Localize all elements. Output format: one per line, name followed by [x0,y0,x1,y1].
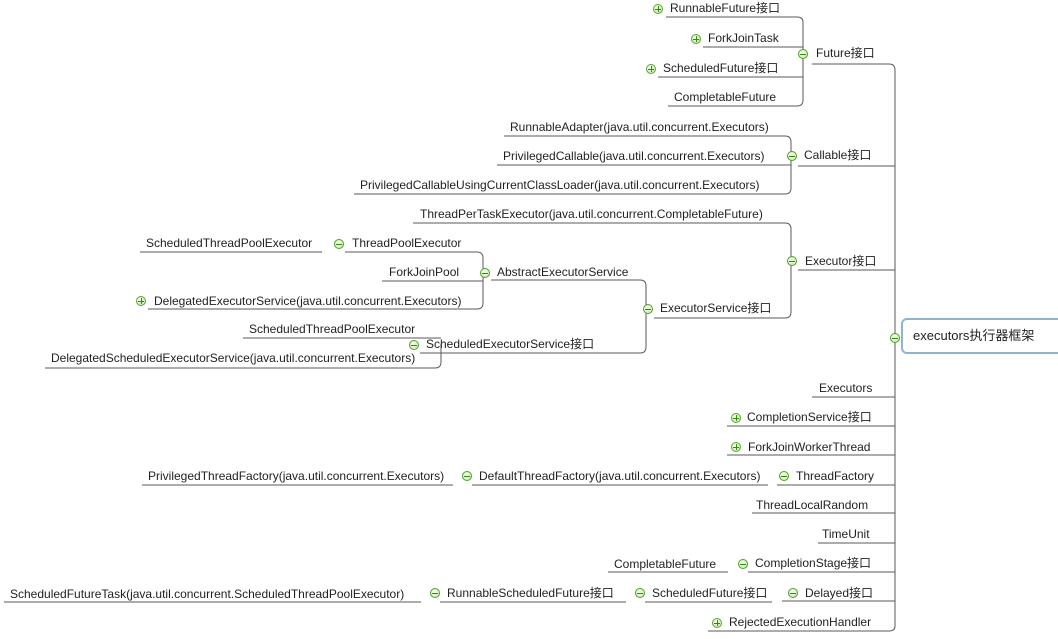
node-executor-service[interactable]: ExecutorService接口 [660,301,772,315]
node-executor[interactable]: Executor接口 [805,254,877,268]
node-fork-join-worker-thread[interactable]: ForkJoinWorkerThread [748,440,871,454]
thread-factory-collapse-toggle-icon[interactable] [779,471,789,481]
node-fork-join-task[interactable]: ForkJoinTask [708,31,779,45]
node-delegated-scheduled-executor-service[interactable]: DelegatedScheduledExecutorService(java.u… [51,351,416,365]
node-scheduled-future-b[interactable]: ScheduledFuture接口 [652,586,768,600]
node-privileged-callable-ccl[interactable]: PrivilegedCallableUsingCurrentClassLoade… [360,178,760,192]
runnable-future-expand-toggle-icon[interactable] [653,4,663,14]
node-thread-pool-executor[interactable]: ThreadPoolExecutor [352,236,462,250]
node-scheduled-executor-service[interactable]: ScheduledExecutorService接口 [426,337,595,351]
node-completion-service[interactable]: CompletionService接口 [747,410,872,424]
node-time-unit[interactable]: TimeUnit [822,527,870,541]
fork-join-worker-thread-expand-toggle-icon[interactable] [731,442,741,452]
node-scheduled-future[interactable]: ScheduledFuture接口 [663,61,779,75]
node-runnable-future[interactable]: RunnableFuture接口 [670,1,781,15]
node-delayed[interactable]: Delayed接口 [805,586,874,600]
fork-join-task-expand-toggle-icon[interactable] [691,34,701,44]
thread-pool-executor-collapse-toggle-icon[interactable] [334,239,344,249]
scheduled-future-b-collapse-toggle-icon[interactable] [635,588,645,598]
abstract-executor-service-collapse-toggle-icon[interactable] [480,268,490,278]
node-scheduled-thread-pool-executor-a[interactable]: ScheduledThreadPoolExecutor [146,236,313,250]
node-default-thread-factory[interactable]: DefaultThreadFactory(java.util.concurren… [479,469,761,483]
node-privileged-callable[interactable]: PrivilegedCallable(java.util.concurrent.… [503,149,765,163]
node-runnable-adapter[interactable]: RunnableAdapter(java.util.concurrent.Exe… [510,120,769,134]
node-abstract-executor-service[interactable]: AbstractExecutorService [497,265,629,279]
runnable-scheduled-future-collapse-toggle-icon[interactable] [430,588,440,598]
node-delegated-executor-service[interactable]: DelegatedExecutorService(java.util.concu… [154,294,462,308]
delegated-executor-service-expand-toggle-icon[interactable] [136,296,146,306]
root-label: executors执行器框架 [913,328,1035,343]
scheduled-future-expand-toggle-icon[interactable] [646,64,656,74]
node-completable-future-b[interactable]: CompletableFuture [614,557,717,571]
callable-collapse-toggle-icon[interactable] [787,151,797,161]
node-future[interactable]: Future接口 [816,46,875,60]
node-thread-factory[interactable]: ThreadFactory [796,469,875,483]
node-completable-future[interactable]: CompletableFuture [674,90,777,104]
root-collapse-toggle-icon[interactable] [890,333,900,343]
scheduled-executor-service-collapse-toggle-icon[interactable] [409,340,419,350]
default-thread-factory-collapse-toggle-icon[interactable] [462,471,472,481]
root-node[interactable]: executors执行器框架 [901,318,1058,354]
rejected-execution-handler-expand-toggle-icon[interactable] [712,618,722,628]
future-collapse-toggle-icon[interactable] [798,49,808,59]
node-runnable-scheduled-future[interactable]: RunnableScheduledFuture接口 [447,586,614,600]
node-executors[interactable]: Executors [819,381,873,395]
completion-service-expand-toggle-icon[interactable] [731,413,741,423]
node-scheduled-future-task[interactable]: ScheduledFutureTask(java.util.concurrent… [10,587,405,601]
executor-collapse-toggle-icon[interactable] [787,256,797,266]
node-scheduled-thread-pool-executor-b[interactable]: ScheduledThreadPoolExecutor [249,322,416,336]
node-thread-local-random[interactable]: ThreadLocalRandom [756,498,869,512]
completion-stage-collapse-toggle-icon[interactable] [738,559,748,569]
node-fork-join-pool[interactable]: ForkJoinPool [389,265,460,279]
node-thread-per-task-executor[interactable]: ThreadPerTaskExecutor(java.util.concurre… [420,207,763,221]
node-completion-stage[interactable]: CompletionStage接口 [755,556,872,570]
executor-service-collapse-toggle-icon[interactable] [643,304,653,314]
node-privileged-thread-factory[interactable]: PrivilegedThreadFactory(java.util.concur… [148,469,445,483]
node-callable[interactable]: Callable接口 [804,148,872,162]
node-rejected-execution-handler[interactable]: RejectedExecutionHandler [729,615,872,629]
delayed-collapse-toggle-icon[interactable] [788,588,798,598]
